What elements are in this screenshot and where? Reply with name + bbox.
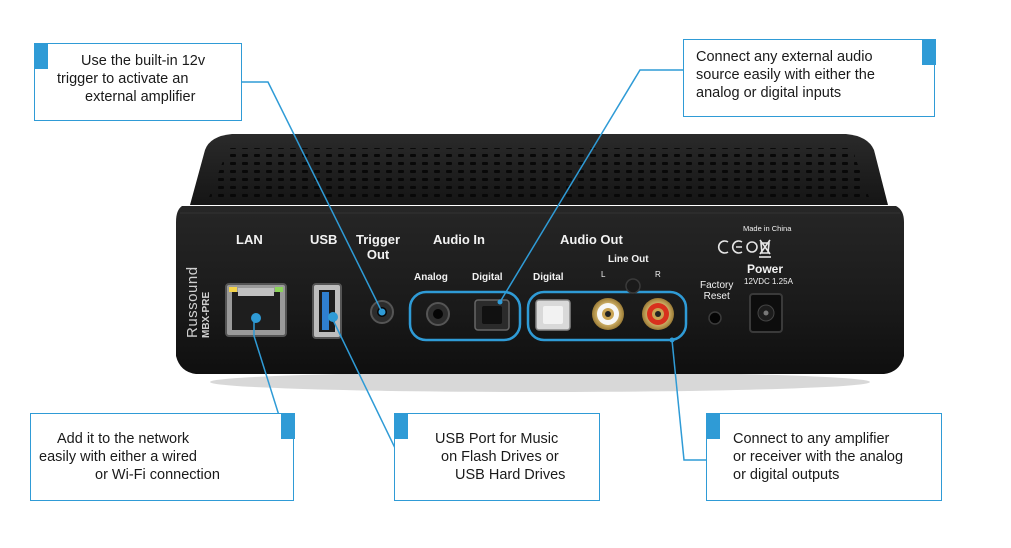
callout-text-line: external amplifier (85, 89, 196, 105)
callout-text-line: or Wi-Fi connection (95, 467, 220, 483)
audio-out-leader-line (671, 339, 708, 461)
certification-marks-icon (717, 239, 771, 258)
factory-label-line-2: Reset (703, 291, 730, 302)
callout-text-line: source easily with either the (696, 67, 875, 83)
audio-in-highlight (408, 290, 522, 342)
callout-text-line: USB Port for Music (435, 431, 559, 447)
callout-text-line: or receiver with the analog (733, 449, 904, 465)
audio-in-label: Audio In (433, 232, 485, 247)
rca-left-jack (592, 298, 624, 330)
model-name: MBX-PRE (201, 291, 212, 338)
audio-in-callout: Connect any external audio source easily… (683, 38, 936, 117)
line-out-label: Line Out (608, 254, 649, 265)
factory-label-line-1: Factory (700, 280, 734, 291)
audio-in-leader-line (499, 69, 690, 303)
callout-text-line: easily with either a wired (39, 449, 197, 465)
callout-text-line: Add it to the network (57, 431, 190, 447)
audio-out-callout: Connect to any amplifier or receiver wit… (705, 412, 942, 501)
trigger-out-label: Trigger Out (356, 232, 400, 262)
network-callout: Add it to the network easily with either… (30, 412, 295, 501)
analog-label: Analog (414, 272, 448, 283)
callout-text-line: USB Hard Drives (455, 467, 566, 483)
digital-in-port (474, 299, 510, 331)
callout-tab (280, 412, 295, 439)
usb-label: USB (310, 232, 338, 247)
callout-text-line: or digital outputs (733, 467, 840, 483)
callout-text-line: Use the built-in 12v (81, 53, 206, 69)
callout-text-line: trigger to activate an (57, 71, 189, 87)
callout-text-line: Connect any external audio (696, 49, 873, 65)
power-label: Power (747, 262, 784, 276)
trigger-callout: Use the built-in 12v trigger to activate… (33, 42, 242, 121)
callout-tab (921, 38, 936, 65)
trigger-label-line-2: Out (366, 247, 390, 262)
analog-in-jack (426, 302, 450, 326)
digital-out-port (535, 299, 571, 331)
made-in-label: Made in China (743, 224, 792, 233)
usb-port (312, 283, 342, 339)
factory-reset-button (708, 311, 722, 325)
audio-out-label: Audio Out (560, 232, 623, 247)
lan-port (225, 283, 287, 337)
usb-callout: USB Port for Music on Flash Drives or US… (393, 412, 600, 501)
right-channel-label: R (655, 270, 661, 279)
callout-tab (393, 412, 408, 439)
factory-reset-label: Factory Reset (700, 280, 733, 302)
left-channel-label: L (601, 270, 606, 279)
device-front-panel (176, 206, 904, 374)
brand-name: Russound (184, 266, 201, 338)
callout-tab (33, 42, 48, 69)
callout-text-line: on Flash Drives or (441, 449, 559, 465)
lan-label: LAN (236, 232, 263, 247)
rca-right-jack (642, 298, 674, 330)
audio-out-highlight (526, 290, 688, 342)
digital-out-label: Digital (533, 272, 564, 283)
power-spec-label: 12VDC 1.25A (744, 277, 793, 286)
callout-text-line: Connect to any amplifier (733, 431, 890, 447)
callout-tab (705, 412, 720, 439)
device-shadow (210, 372, 870, 392)
power-jack (749, 293, 783, 333)
callout-text-line: analog or digital inputs (696, 85, 842, 101)
trigger-leader-line (240, 81, 383, 313)
trigger-label-line-1: Trigger (356, 232, 401, 247)
digital-in-label: Digital (472, 272, 503, 283)
